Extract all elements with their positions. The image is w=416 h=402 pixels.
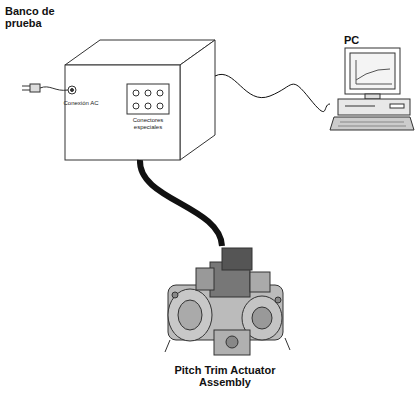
connector-panel xyxy=(127,84,169,114)
actuator-node: Pitch Trim Actuator Assembly xyxy=(150,240,300,390)
ac-plug xyxy=(22,84,76,94)
part-label: Conexión AC xyxy=(56,100,106,107)
thick-cable xyxy=(140,160,222,246)
pc-computer xyxy=(330,48,414,130)
data-cable xyxy=(215,74,330,111)
node-label: Banco de prueba xyxy=(5,5,67,29)
actuator-illustration xyxy=(165,248,290,355)
part-label: Conectores especiales xyxy=(118,117,178,130)
caption-label: Pitch Trim Actuator Assembly xyxy=(150,364,300,388)
pc-node: PC xyxy=(330,34,414,132)
node-label: PC xyxy=(344,34,384,46)
